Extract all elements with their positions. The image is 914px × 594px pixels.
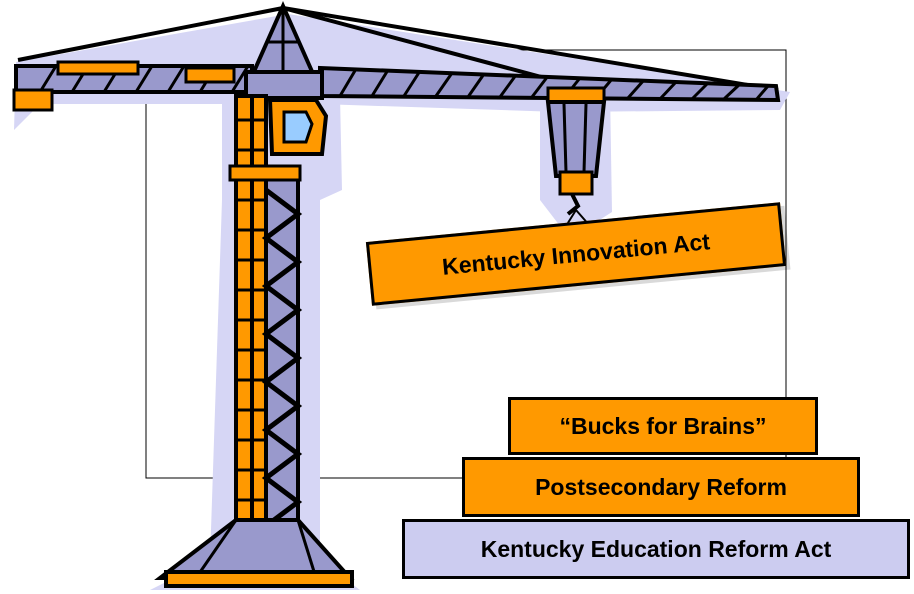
hook-assembly: [545, 86, 607, 227]
bucks-for-brains-block: “Bucks for Brains”: [508, 397, 818, 455]
counter-jib: [12, 60, 254, 112]
tower-mast: [228, 94, 303, 575]
turntable: [244, 70, 324, 100]
crane-base: [154, 518, 355, 588]
tie-cables: [17, 6, 779, 92]
postsecondary-reform-block: Postsecondary Reform: [462, 457, 860, 517]
operator-cab: [267, 98, 329, 156]
education-reform-act-block: Kentucky Education Reform Act: [402, 519, 910, 579]
